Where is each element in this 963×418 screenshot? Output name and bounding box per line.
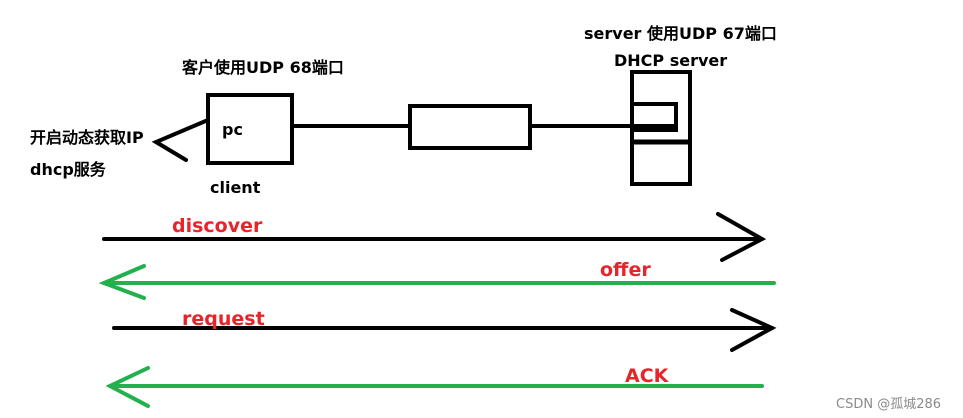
pc-box [206,93,294,165]
offer-label: offer [600,259,651,281]
enable-dhcp-arrow [151,118,210,162]
pc-label: pc [222,120,243,139]
client-label: client [210,178,261,197]
server-name-label: DHCP server [614,51,728,70]
server-port-label: server 使用UDP 67端口 [584,24,777,43]
discover-arrow [102,212,767,262]
enable-dhcp-line1: 开启动态获取IP [30,128,144,147]
ack-label: ACK [625,365,669,387]
discover-label: discover [172,215,263,237]
request-arrow [112,308,777,352]
enable-dhcp-line2: dhcp服务 [30,160,106,179]
request-label: request [182,308,265,330]
ack-arrow [105,366,764,408]
watermark: CSDN @孤城286 [836,397,942,412]
client-port-label: 客户使用UDP 68端口 [182,58,344,77]
server-icon [630,70,692,186]
offer-arrow [98,264,776,300]
switch-box [408,104,532,150]
